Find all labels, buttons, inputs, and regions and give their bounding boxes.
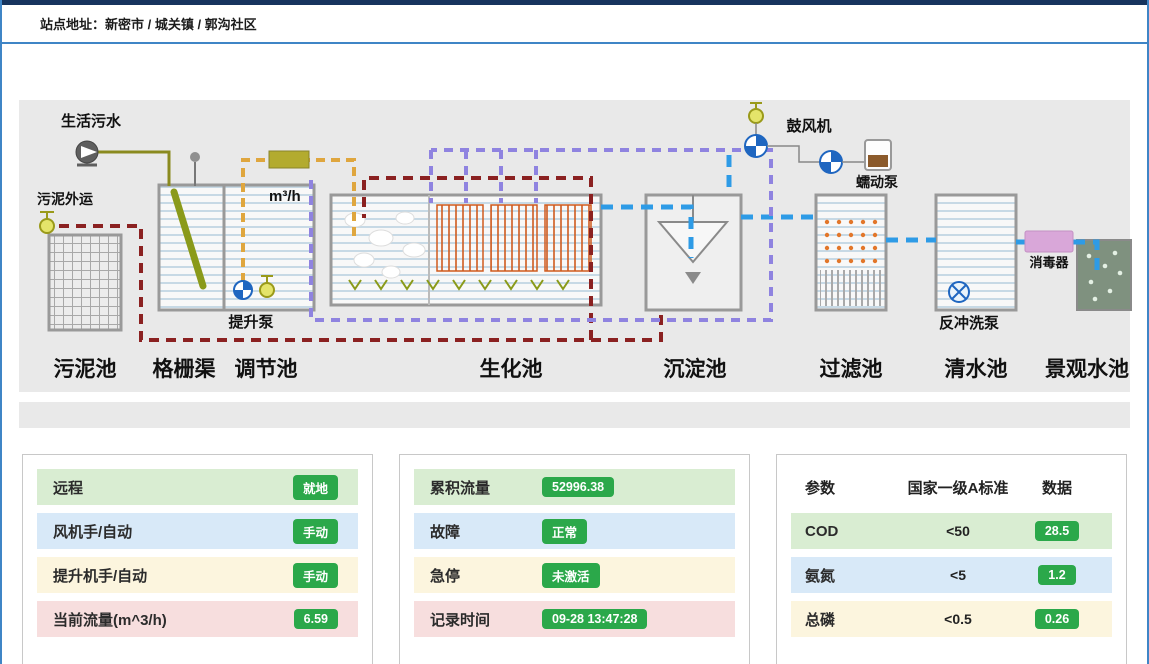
row-label: 风机手/自动 [53,521,132,542]
row-label: 记录时间 [430,609,542,630]
phosphorus-value-badge: 0.26 [1035,609,1079,629]
label-peristaltic-pump: 蠕动泵 [856,174,898,190]
lift-pump-icon [234,281,252,299]
dosing-beaker-icon [865,140,891,170]
current-flow-badge: 6.59 [294,609,338,629]
backwash-pump-icon [949,282,969,302]
remote-mode-badge[interactable]: 就地 [293,475,338,500]
process-flow-svg: 生活污水 污泥外运 m³/h 提升泵 鼓风机 蠕动泵 反冲洗泵 消毒器 污泥池 … [19,100,1133,392]
filter-tank [816,195,886,310]
param-standard: <0.5 [900,611,1016,627]
label-flow-unit: m³/h [269,188,301,205]
bio-tank [331,195,601,305]
sedimentation-tank [646,195,741,310]
label-blower: 鼓风机 [786,117,831,135]
water-quality-panel: 参数 国家一级A标准 数据 COD <50 28.5 氨氮 <5 1.2 总磷 … [776,454,1127,664]
col-header-param: 参数 [805,477,900,498]
process-flow-diagram: 生活污水 污泥外运 m³/h 提升泵 鼓风机 蠕动泵 反冲洗泵 消毒器 污泥池 … [19,100,1130,392]
row-label: 提升机手/自动 [53,565,147,586]
param-standard: <50 [900,523,1016,539]
cod-value-badge: 28.5 [1035,521,1079,541]
table-row: 提升机手/自动 手动 [37,557,358,593]
tank-label-bio: 生化池 [480,357,543,381]
ammonia-value-badge: 1.2 [1038,565,1075,585]
table-row: 远程 就地 [37,469,358,505]
row-label: 当前流量(m^3/h) [53,609,167,630]
label-disinfector: 消毒器 [1029,255,1069,270]
label-lift-pump: 提升泵 [228,314,273,331]
tank-label-screen: 格栅渠 [153,357,216,381]
control-panel: 远程 就地 风机手/自动 手动 提升机手/自动 手动 当前流量(m^3/h) 6… [22,454,373,664]
table-row: 累积流量 52996.38 [414,469,735,505]
label-sludge-out: 污泥外运 [37,191,93,207]
tank-label-landscape: 景观水池 [1045,358,1129,381]
diagram-sub-strip [19,402,1130,428]
tank-label-regulating: 调节池 [235,357,298,381]
label-backwash-pump: 反冲洗泵 [939,314,999,332]
row-label: 累积流量 [430,477,542,498]
col-header-data: 数据 [1016,477,1098,498]
tank-label-sedimentation: 沉淀池 [664,357,727,381]
blower-valve-icon [749,103,763,135]
col-header-standard: 国家一级A标准 [900,477,1016,498]
biofilm-media-racks [437,205,591,271]
param-name: COD [805,523,900,540]
dosing-fan-icon [820,151,865,173]
landscape-pool [1077,240,1131,310]
tank-label-clean-water: 清水池 [945,357,1008,381]
sewage-pump-icon [76,141,98,165]
row-label: 远程 [53,477,83,498]
estop-status-badge: 未激活 [542,563,600,588]
status-panel: 累积流量 52996.38 故障 正常 急停 未激活 记录时间 09-28 13… [399,454,750,664]
table-row: 氨氮 <5 1.2 [791,557,1112,593]
status-panels: 远程 就地 风机手/自动 手动 提升机手/自动 手动 当前流量(m^3/h) 6… [22,454,1127,664]
blower-fan-icon [745,135,820,162]
tank-label-filter: 过滤池 [820,357,883,381]
level-sensor-icon [190,152,200,186]
table-row: 记录时间 09-28 13:47:28 [414,601,735,637]
sludge-tank [49,235,121,330]
quality-table-header: 参数 国家一级A标准 数据 [791,469,1112,505]
lift-mode-badge[interactable]: 手动 [293,563,338,588]
fan-mode-badge[interactable]: 手动 [293,519,338,544]
clean-water-tank [936,195,1016,310]
param-standard: <5 [900,567,1016,583]
label-domestic-sewage: 生活污水 [61,112,122,130]
site-header: 站点地址：新密市 / 城关镇 / 郭沟社区 [2,5,1147,44]
table-row: COD <50 28.5 [791,513,1112,549]
param-name: 氨氮 [805,565,900,586]
fault-status-badge: 正常 [542,519,587,544]
param-name: 总磷 [805,609,900,630]
row-label: 故障 [430,521,542,542]
table-row: 当前流量(m^3/h) 6.59 [37,601,358,637]
site-address-breadcrumb: 站点地址：新密市 / 城关镇 / 郭沟社区 [40,14,257,33]
disinfector-block-icon [1025,231,1073,252]
record-time-badge: 09-28 13:47:28 [542,609,647,629]
table-row: 风机手/自动 手动 [37,513,358,549]
tank-label-sludge: 污泥池 [54,358,117,381]
table-row: 故障 正常 [414,513,735,549]
table-row: 急停 未激活 [414,557,735,593]
flow-meter-icon [269,151,309,168]
inlet-pipe [98,152,169,186]
table-row: 总磷 <0.5 0.26 [791,601,1112,637]
sludge-valve-icon [40,212,54,233]
total-flow-badge: 52996.38 [542,477,614,497]
row-label: 急停 [430,565,542,586]
